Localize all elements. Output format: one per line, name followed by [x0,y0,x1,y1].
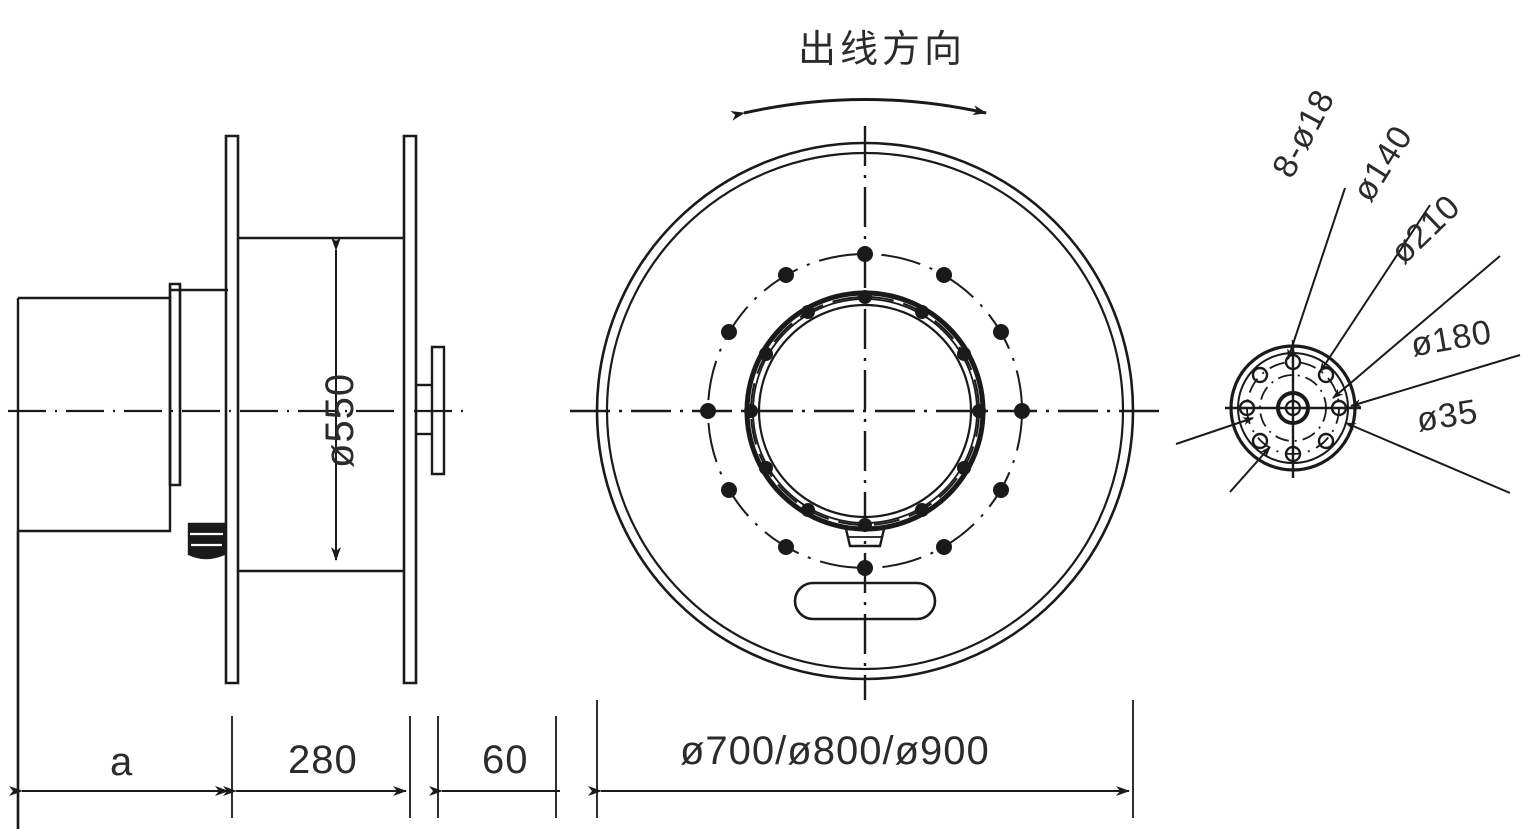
dimension-label-outer-diameter: ø700/ø800/ø900 [680,729,990,773]
dimension-label-d550: ø550 [318,372,362,468]
right-mounting-flange [416,345,446,476]
inner-bolt-holes [744,290,986,532]
drum-right-flange [402,134,418,685]
leader-8x18 [1287,187,1346,360]
drive-housing-outline [16,296,172,829]
inner-flange-plate [168,282,182,487]
detail-leader-lines [1175,187,1521,494]
rotation-direction-arrow [730,98,987,121]
leader-180 [1350,354,1521,407]
leader-210 [1332,255,1501,399]
dimension-outer-diameter [588,700,1134,818]
leader-aux-left [1175,417,1254,445]
dimension-label-60: 60 [482,738,529,782]
dimension-d550 [238,237,404,572]
dimension-label-a: a [110,740,134,784]
leader-aux-lower [1229,446,1271,493]
dimension-chain-horizontal [9,716,560,818]
dimension-label-280: 280 [288,738,358,782]
side-elevation-view [8,134,560,829]
hub-flange-detail-view [1175,187,1521,494]
cable-gland-fitting [187,522,226,560]
leader-140 [1319,204,1431,373]
front-view [570,98,1160,818]
hub-bottom-bracket [844,527,886,548]
drum-left-flange [224,134,240,685]
front-view-title-note: 出线方向 [798,27,967,71]
leader-35 [1345,422,1511,494]
